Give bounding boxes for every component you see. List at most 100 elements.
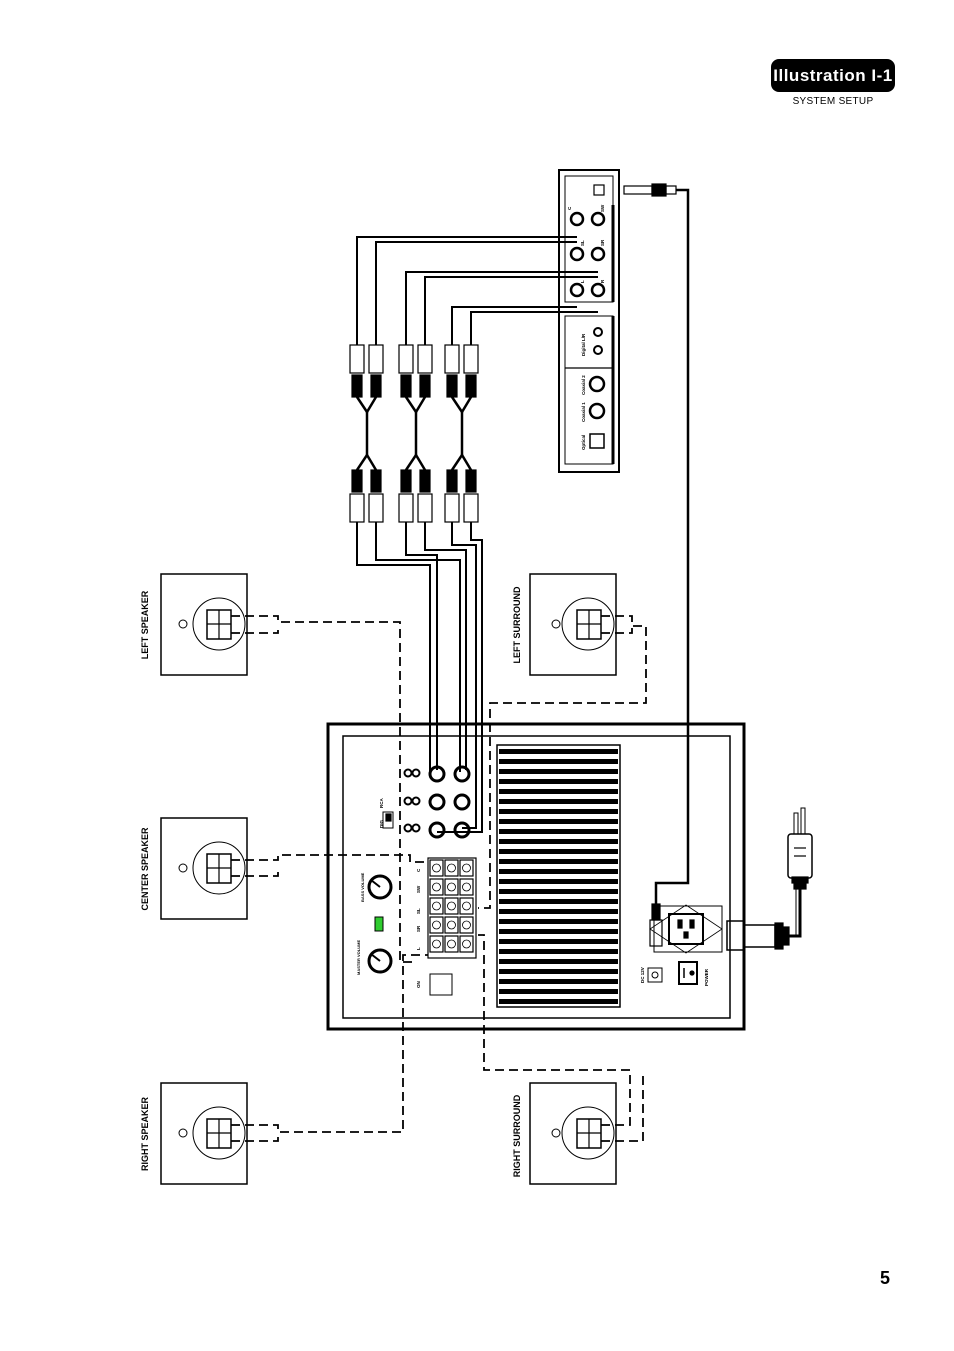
heatsink-fin: [499, 759, 618, 764]
speaker-terminal: [429, 916, 444, 934]
terminal-screw: [462, 882, 471, 892]
terminal-screw: [447, 882, 456, 892]
decoder-label-c: C: [567, 206, 572, 210]
label-on: ON: [416, 981, 421, 988]
terminal-screw: [432, 920, 441, 930]
heatsink-fin: [499, 979, 618, 984]
terminal-screw: [447, 920, 456, 930]
speaker-terminal: [459, 878, 474, 896]
label-master-volume: MASTER VOLUME: [356, 940, 361, 975]
speaker-center: [160, 817, 248, 920]
heatsink-fin: [499, 799, 618, 804]
speaker-left-surround: [529, 573, 617, 676]
heatsink-fin: [499, 969, 618, 974]
illustration-subtitle: SYSTEM SETUP: [792, 96, 874, 107]
speaker-terminal: [444, 859, 459, 877]
heatsink-fin: [499, 959, 618, 964]
subwoofer-unit: [326, 722, 746, 1031]
heatsink-fin: [499, 849, 618, 854]
label-left-surround: LEFT SURROUND: [512, 586, 522, 663]
decoder-label-coaxial1: Coaxial 1: [581, 402, 586, 422]
heatsink-fin: [499, 779, 618, 784]
heatsink-fin: [499, 819, 618, 824]
label-rca: RCA: [379, 798, 384, 808]
label-dc-12v: DC 12V: [640, 967, 645, 983]
speaker-terminal: [429, 897, 444, 915]
speaker-right: [160, 1082, 248, 1185]
label-dig: DIG: [379, 820, 384, 829]
label-center-speaker: CENTER SPEAKER: [140, 827, 150, 911]
label-left-speaker: LEFT SPEAKER: [140, 590, 150, 659]
heatsink-fin: [499, 989, 618, 994]
label-power: POWER: [704, 968, 709, 986]
decoder-label-sr: SR: [600, 239, 605, 246]
decoder-label-optical: Optical: [581, 435, 586, 450]
speaker-terminal: [459, 897, 474, 915]
heatsink-fin: [499, 929, 618, 934]
speaker-terminal: [429, 878, 444, 896]
terminal-screw: [462, 939, 471, 949]
speaker-terminal: [429, 935, 444, 953]
decoder-label-l: L: [580, 280, 585, 283]
label-right-speaker: RIGHT SPEAKER: [140, 1096, 150, 1171]
heatsink-fin: [499, 919, 618, 924]
terminal-screw: [462, 901, 471, 911]
heatsink-fin: [499, 789, 618, 794]
speaker-terminal: [459, 859, 474, 877]
terminal-screw: [462, 920, 471, 930]
speaker-left: [160, 573, 248, 676]
rca-connector-pairs: [349, 344, 479, 523]
decoder-label-sl: SL: [580, 240, 585, 246]
heatsink-fin: [499, 869, 618, 874]
dc-cable: [623, 183, 690, 904]
terminal-screw: [432, 882, 441, 892]
label-bass-volume: BASS VOLUME: [360, 872, 365, 902]
decoder-label-r: R: [600, 279, 605, 283]
page-number: 5: [880, 1268, 891, 1288]
illustration-title: Illustration I-1: [771, 59, 895, 92]
heatsink-fin: [499, 829, 618, 834]
heatsink-fin: [499, 839, 618, 844]
heatsink-fin: [499, 859, 618, 864]
speaker-terminal: [459, 916, 474, 934]
decoder-box: [558, 169, 620, 473]
decoder-label-digital: Digital L/R: [581, 333, 586, 356]
speaker-wires: [231, 615, 647, 1142]
label-right-surround: RIGHT SURROUND: [512, 1094, 522, 1177]
terminal-screw: [432, 863, 441, 873]
terminal-screw: [447, 863, 456, 873]
speaker-terminal: [429, 859, 444, 877]
terminal-screw: [432, 939, 441, 949]
terminal-label-l: L: [416, 947, 421, 950]
heatsink-fin: [499, 949, 618, 954]
speaker-terminal: [459, 935, 474, 953]
speaker-terminal: [444, 916, 459, 934]
heatsink-fin: [499, 909, 618, 914]
heatsink-fin: [499, 939, 618, 944]
speaker-terminal: [444, 897, 459, 915]
speaker-terminal: [444, 878, 459, 896]
subwoofer-rca-cables: [356, 522, 483, 833]
terminal-label-sw: SW: [416, 885, 421, 893]
terminal-screw: [462, 863, 471, 873]
terminal-screw: [432, 901, 441, 911]
terminal-screw: [447, 901, 456, 911]
heatsink-fin: [499, 999, 618, 1004]
speaker-right-surround: [529, 1082, 617, 1185]
terminal-label-sl: SL: [416, 908, 421, 914]
power-cord: [726, 807, 813, 951]
heatsink-fin: [499, 899, 618, 904]
heatsink-fin: [499, 769, 618, 774]
heatsink-fin: [499, 809, 618, 814]
heatsink-fin: [499, 879, 618, 884]
terminal-label-sr: SR: [416, 925, 421, 932]
heatsink-fin: [499, 749, 618, 754]
heatsink-fin: [499, 889, 618, 894]
terminal-screw: [447, 939, 456, 949]
terminal-label-c: C: [416, 868, 421, 872]
speaker-terminal: [444, 935, 459, 953]
decoder-label-coaxial2: Coaxial 2: [581, 375, 586, 395]
decoder-label-sw: SW: [600, 204, 605, 212]
decoder-rca-cables: [356, 236, 598, 345]
